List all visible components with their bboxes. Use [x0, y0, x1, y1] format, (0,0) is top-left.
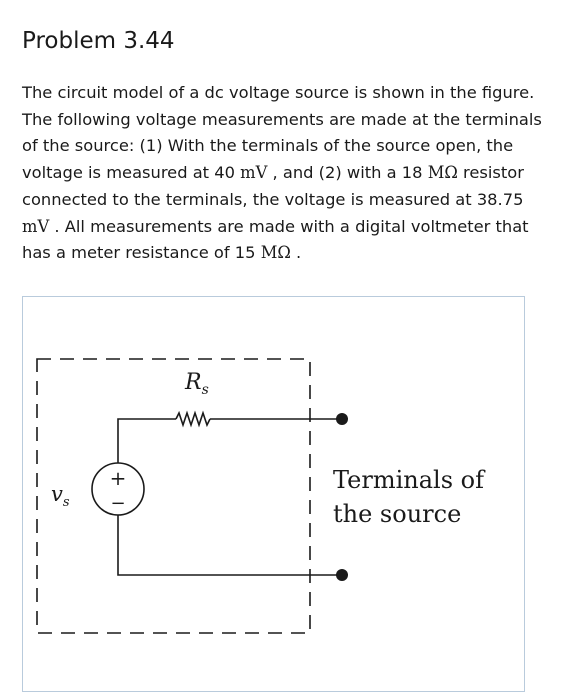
unit-megaohm-1: MΩ: [427, 163, 458, 183]
statement-text-4: . All measurements are made with a digit…: [22, 216, 529, 263]
source-label: vs: [51, 482, 70, 510]
statement-text-1: The circuit model of a dc voltage source…: [22, 83, 542, 183]
resistor-label: Rs: [184, 370, 209, 398]
resistor-rs: [175, 410, 211, 428]
bottom-terminal-dot: [336, 569, 348, 581]
statement-text-3: resistor connected to the terminals, the…: [22, 163, 524, 209]
problem-statement: The circuit model of a dc voltage source…: [22, 80, 552, 267]
unit-millivolts-2: mV: [22, 216, 50, 236]
terminals-label-line1: Terminals of: [333, 466, 486, 494]
top-terminal-dot: [336, 413, 348, 425]
source-minus-sign: −: [110, 493, 125, 514]
problem-title: Problem 3.44: [22, 28, 175, 54]
resistor-label-main: R: [184, 370, 202, 395]
circuit-figure: + − Rs vs Terminals of the source: [22, 296, 525, 692]
bottom-wire: [117, 515, 341, 576]
unit-megaohm-2: MΩ: [260, 243, 291, 263]
source-plus-sign: +: [110, 466, 127, 490]
resistor-label-sub: s: [202, 382, 209, 398]
source-enclosure-dashed-box: [36, 358, 311, 634]
source-label-sub: s: [63, 495, 70, 510]
terminals-label-line2: the source: [333, 500, 461, 528]
statement-text-end: .: [290, 243, 302, 263]
statement-text-2: , and (2) with a 18: [267, 163, 428, 183]
top-left-wire: [117, 418, 176, 463]
circuit-diagram: + − Rs vs Terminals of the source: [36, 358, 486, 634]
unit-millivolts-1: mV: [240, 163, 268, 183]
source-label-main: v: [51, 482, 63, 506]
